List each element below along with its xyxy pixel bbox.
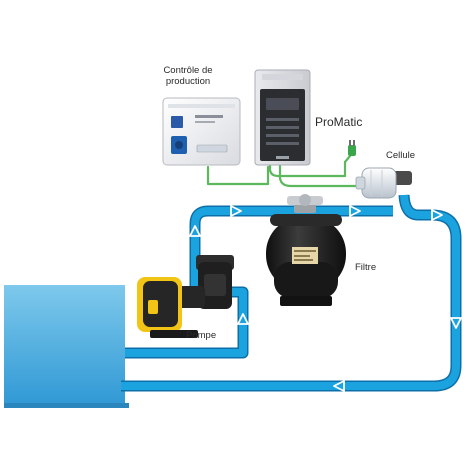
pump-label: Pompe bbox=[186, 330, 217, 341]
flow-arrow bbox=[333, 380, 345, 392]
production-controller bbox=[162, 97, 241, 166]
electrolysis-cell-icon bbox=[361, 167, 397, 199]
pool-ledge bbox=[4, 403, 129, 408]
flow-arrows bbox=[189, 205, 462, 392]
flow-arrow bbox=[349, 205, 361, 217]
control-cables bbox=[206, 154, 364, 188]
controller-label: Contrôle de production bbox=[163, 65, 213, 87]
cell-label: Cellule bbox=[386, 150, 416, 161]
flow-arrow bbox=[450, 317, 462, 329]
control-box-icon bbox=[162, 97, 241, 166]
electrolysis-cell bbox=[355, 167, 412, 199]
power-plug-icon bbox=[348, 140, 356, 156]
promatic-label: ProMatic bbox=[315, 115, 363, 129]
flow-arrow bbox=[189, 225, 201, 237]
sand-filter bbox=[266, 194, 346, 306]
pool-pump bbox=[137, 255, 234, 338]
pipe-return-to-pool bbox=[121, 194, 460, 390]
pool bbox=[4, 285, 125, 407]
filter-label: Filtre bbox=[355, 262, 377, 273]
promatic-unit bbox=[254, 69, 311, 166]
flow-arrow bbox=[431, 209, 443, 221]
flow-arrow bbox=[237, 313, 249, 325]
flow-arrow bbox=[230, 205, 242, 217]
